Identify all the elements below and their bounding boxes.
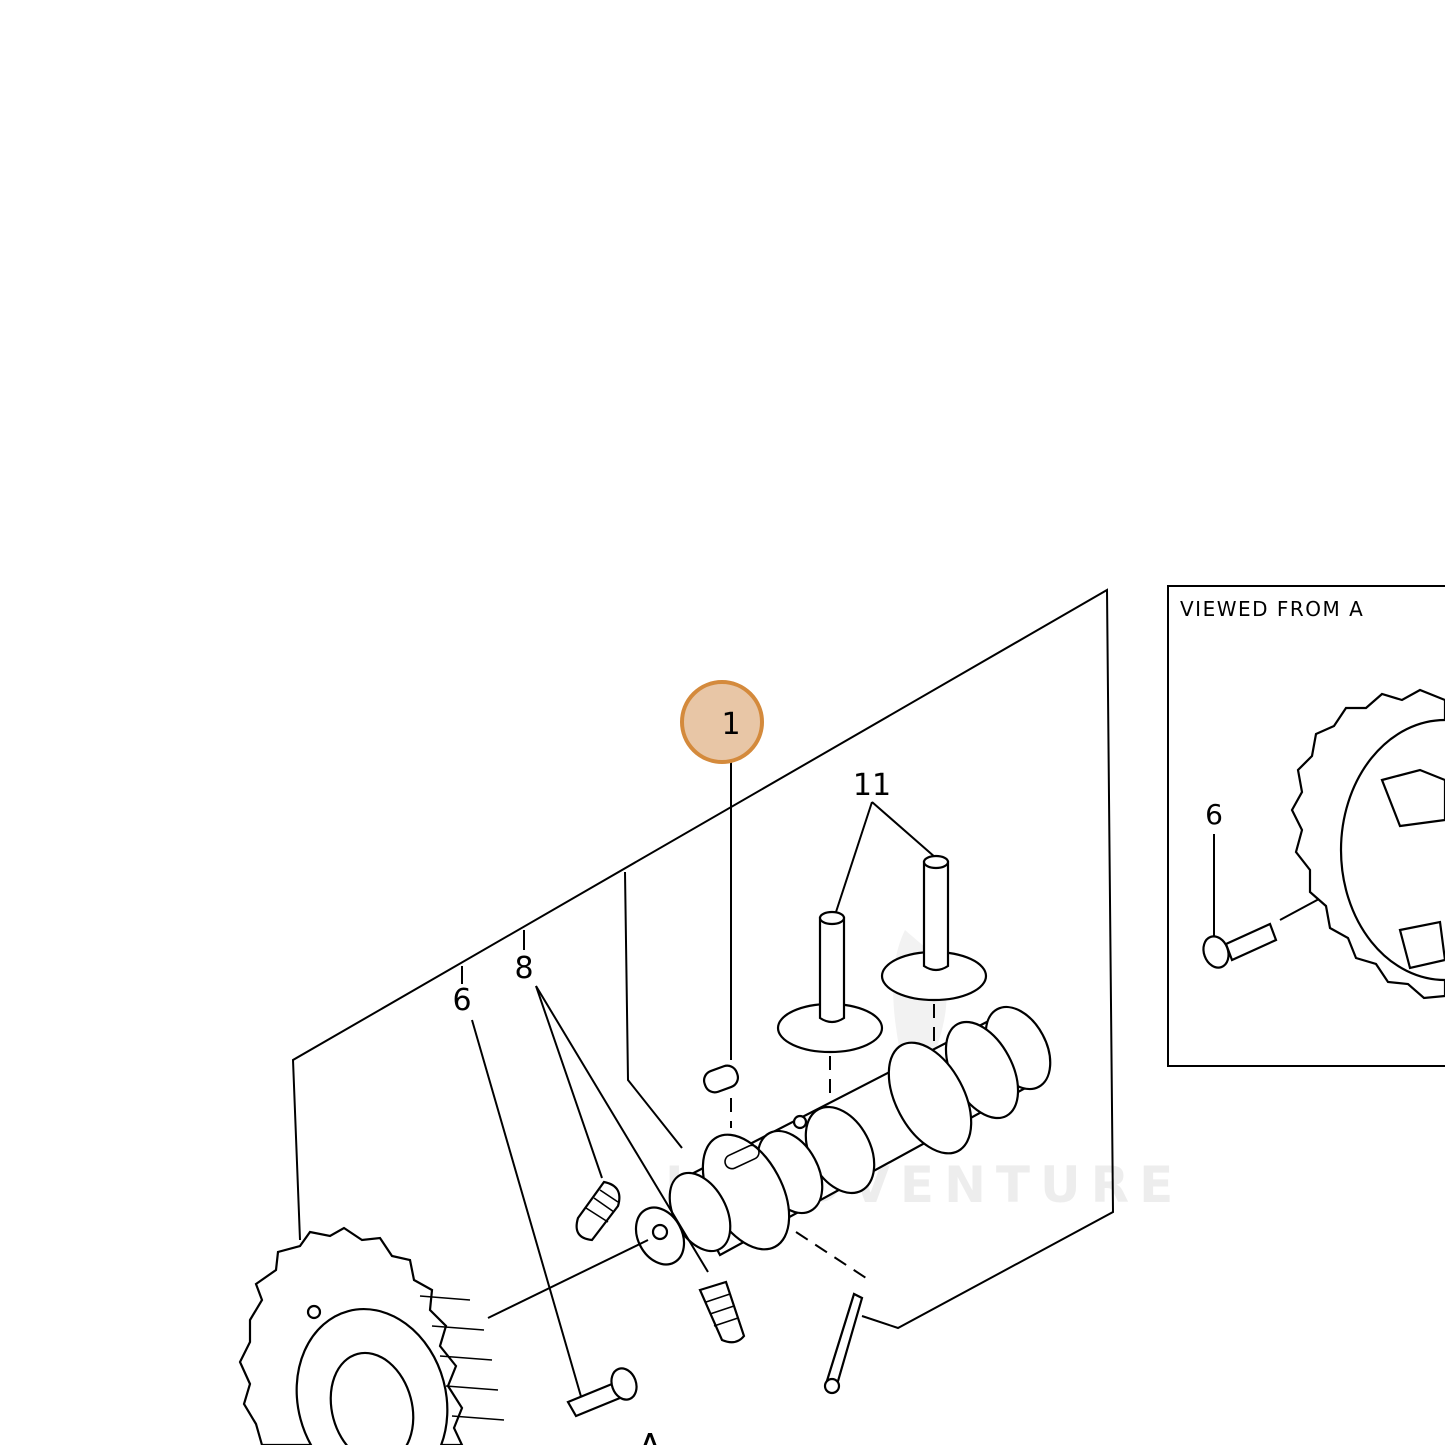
inset-title: VIEWED FROM A [1180, 597, 1364, 621]
view-label-a: A [638, 1427, 661, 1445]
highlight-bubble-part-1[interactable]: 1 [680, 680, 764, 764]
part-label-1: 1 [721, 707, 740, 742]
part-label-6: 6 [452, 983, 471, 1018]
assembly-outline [291, 588, 1115, 1330]
valve-tappet-right [880, 854, 988, 1002]
cam-gear [238, 1226, 505, 1445]
part-label-11: 11 [853, 768, 891, 803]
dowel-pin [795, 1231, 867, 1395]
valve-tappet-left [776, 910, 884, 1054]
inset-part-label-6: 6 [1205, 798, 1223, 831]
woodruff-key [702, 1064, 740, 1094]
bolt [566, 1367, 638, 1418]
inset-viewed-from-a: VIEWED FROM A 6 [1167, 585, 1445, 1067]
camshaft [668, 1005, 1052, 1257]
part-label-8: 8 [514, 951, 533, 986]
camshaft-end-cap [634, 1206, 686, 1266]
spring-lower [698, 1280, 746, 1344]
spring-upper [575, 1180, 621, 1242]
